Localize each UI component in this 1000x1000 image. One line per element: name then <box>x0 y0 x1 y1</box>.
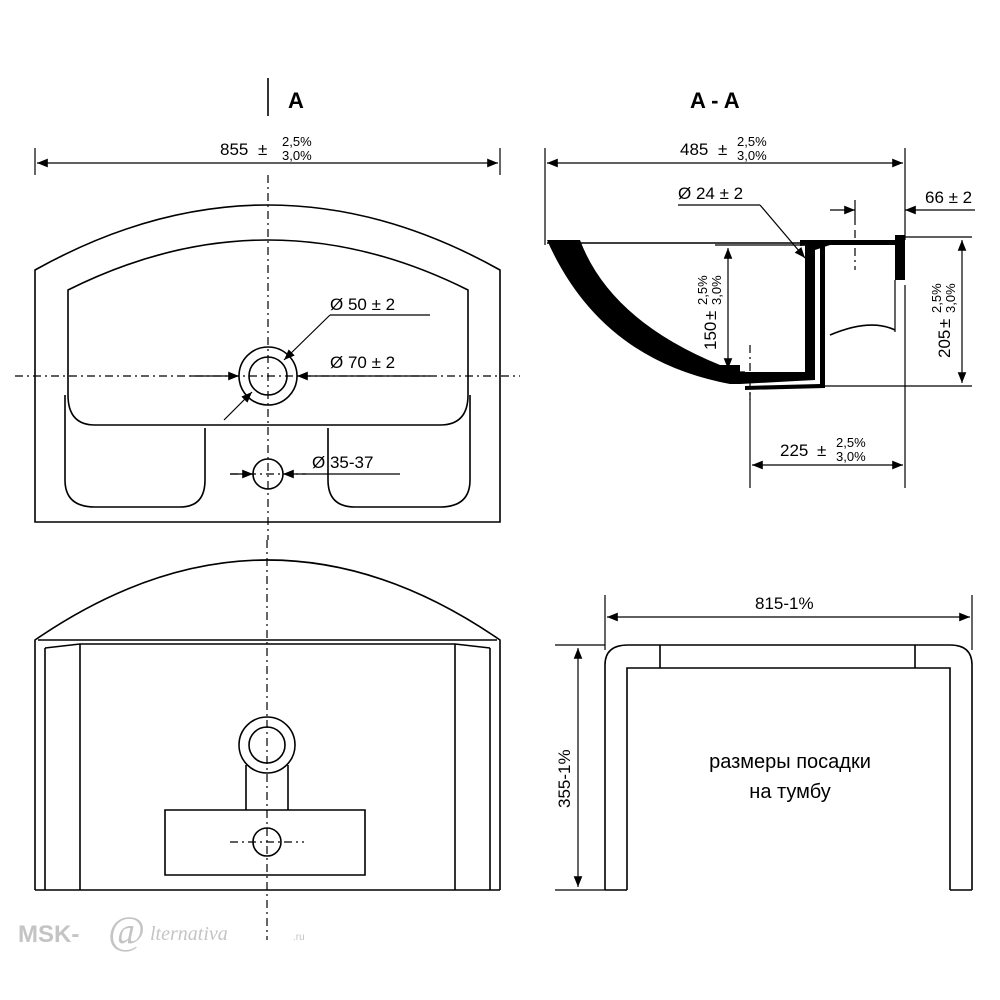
top-view: A 855 ± 2,5% 3,0% Ø 50 ± 2 <box>15 78 520 540</box>
ledge-left <box>64 395 206 508</box>
watermark-logo: MSK- @ lternativa .ru <box>18 908 305 953</box>
cabinet-width-label: 815-1% <box>755 594 814 613</box>
cabinet-fit-view: 815-1% 355-1% размеры посадки на тумбу <box>555 594 973 891</box>
rear-depth-dimension: 225 ± 2,5% 3,0% <box>749 285 906 488</box>
top-view-label: A <box>288 88 304 113</box>
depth-dimension: 485 ± 2,5% 3,0% <box>544 134 906 245</box>
bowl-outline <box>67 239 469 426</box>
depth-value: 485 <box>680 140 708 159</box>
watermark-brand-left: MSK- <box>18 921 79 948</box>
width-tol-lower: 3,0% <box>282 148 312 163</box>
section-label: A - A <box>690 88 740 113</box>
width-tol-upper: 2,5% <box>282 134 312 149</box>
offset-66-label: 66 ± 2 <box>925 188 972 207</box>
hole-70-label: Ø 70 ± 2 <box>330 353 395 372</box>
total-height-value: 205 <box>935 330 954 358</box>
drain-ring-outer <box>238 716 296 774</box>
bowl-height-dimension: 150 ± 2,5% 3,0% <box>695 244 800 373</box>
mounting-note-line2: на тумбу <box>749 781 830 803</box>
mounting-note-line1: размеры посадки <box>709 751 871 773</box>
bowl-height-tol-upper: 2,5% <box>695 275 710 305</box>
cabinet-depth-label: 355-1% <box>555 749 574 808</box>
depth-tol-lower: 3,0% <box>737 148 767 163</box>
section-wall <box>547 240 830 384</box>
width-sign: ± <box>258 140 267 159</box>
depth-tol-upper: 2,5% <box>737 134 767 149</box>
cabinet-inner <box>626 667 951 890</box>
depth-sign: ± <box>718 140 727 159</box>
total-height-tol-lower: 3,0% <box>943 283 958 313</box>
rear-depth-sign: ± <box>817 441 826 460</box>
bottom-outline <box>34 559 501 890</box>
hole-24-label: Ø 24 ± 2 <box>678 184 743 203</box>
mounting-plate <box>164 809 366 876</box>
total-height-dimension: 205 ± 2,5% 3,0% <box>825 236 972 387</box>
rear-depth-value: 225 <box>780 441 808 460</box>
cabinet-outer <box>604 644 973 890</box>
bowl-height-sign: ± <box>701 311 720 320</box>
hole-35-label: Ø 35-37 <box>312 453 373 472</box>
watermark-at-icon: @ <box>108 908 145 953</box>
rear-depth-tol-upper: 2,5% <box>836 435 866 450</box>
ledge-right <box>327 395 471 508</box>
bowl-height-value: 150 <box>701 322 720 350</box>
total-height-sign: ± <box>935 319 954 328</box>
width-value: 855 <box>220 140 248 159</box>
watermark-tld: .ru <box>293 932 305 943</box>
bottom-view <box>34 540 501 940</box>
rear-depth-tol-lower: 3,0% <box>836 449 866 464</box>
width-dimension: 855 ± 2,5% 3,0% <box>34 134 501 175</box>
total-height-tol-upper: 2,5% <box>929 283 944 313</box>
section-view: A - A 485 ± 2,5% 3,0% Ø 24 ± 2 66 ± 2 <box>544 88 975 488</box>
basin-outline <box>34 204 501 523</box>
section-rim <box>745 235 905 390</box>
bowl-height-tol-lower: 3,0% <box>709 275 724 305</box>
watermark-brand-right: lternativa <box>150 923 228 945</box>
hole-50-label: Ø 50 ± 2 <box>330 295 395 314</box>
